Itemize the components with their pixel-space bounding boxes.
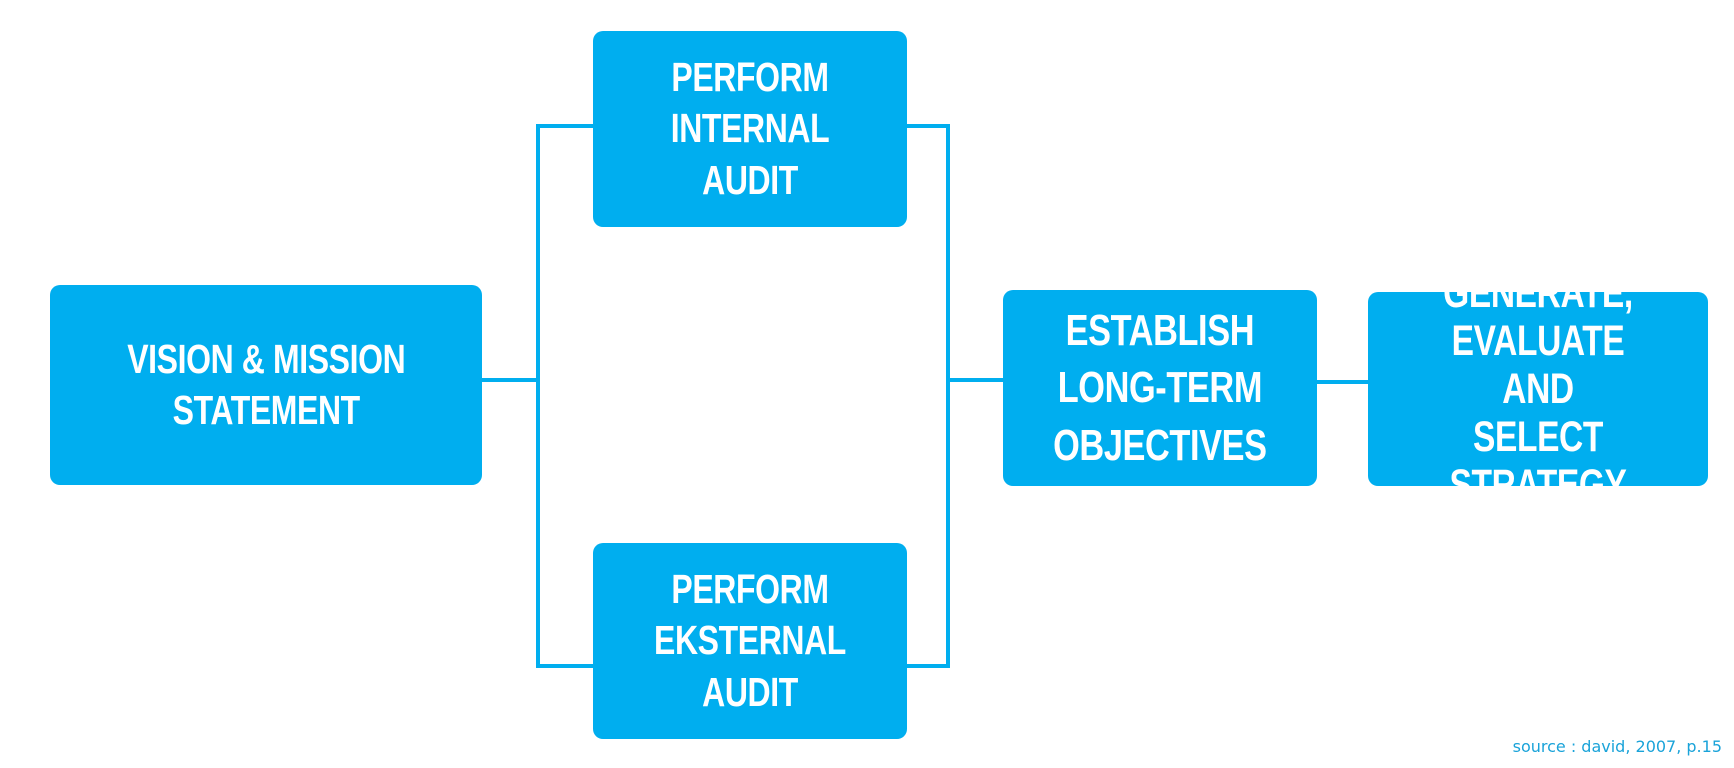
internal-audit-label: PERFORM INTERNAL AUDIT — [670, 54, 830, 203]
long-term-objectives-label: ESTABLISH LONG-TERM OBJECTIVES — [1053, 306, 1267, 470]
select-strategy-box: GENERATE, EVALUATE AND SELECT STRATEGY — [1368, 269, 1708, 509]
internal-audit-box: PERFORM INTERNAL AUDIT — [593, 31, 907, 227]
external-audit-box: PERFORM EKSTERNAL AUDIT — [593, 543, 907, 739]
vision-mission-label: VISION & MISSION STATEMENT — [126, 335, 406, 433]
source-citation: source : david, 2007, p.15 — [1512, 737, 1722, 756]
external-audit-label: PERFORM EKSTERNAL AUDIT — [654, 566, 846, 715]
connector-left-bracket — [536, 124, 593, 668]
long-term-objectives-box: ESTABLISH LONG-TERM OBJECTIVES — [1003, 290, 1317, 486]
vision-mission-box: VISION & MISSION STATEMENT — [50, 285, 482, 485]
connector-right-bracket — [907, 124, 950, 668]
select-strategy-label: GENERATE, EVALUATE AND SELECT STRATEGY — [1443, 268, 1633, 510]
